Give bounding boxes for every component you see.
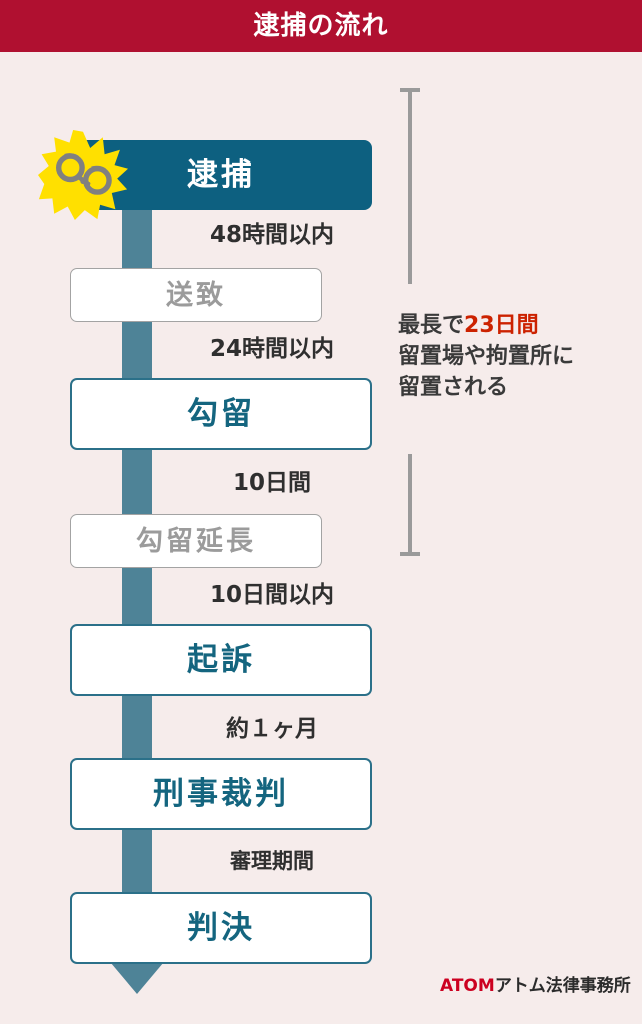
duration-bracket-lower — [408, 454, 412, 556]
starburst-shape — [38, 130, 128, 220]
flow-diagram: 最長で23日間 留置場や拘置所に 留置される 逮捕 — [0, 52, 642, 1024]
flow-step-hanketsu: 判決 — [70, 892, 372, 964]
flow-step-hanketsu-label: 判決 — [187, 909, 255, 946]
flow-step-koryu: 勾留 — [70, 378, 372, 450]
flow-step-kiso-label: 起訴 — [187, 641, 255, 678]
duration-bracket-top-cap — [400, 88, 420, 92]
flow-interval-5: 約１ヶ月 — [152, 718, 392, 741]
flow-step-koryu-encho-label: 勾留延長 — [136, 525, 256, 557]
flow-interval-2: 24時間以内 — [152, 338, 392, 361]
handcuffs-badge — [38, 130, 128, 220]
brand-logo-name: アトム法律事務所 — [494, 976, 631, 996]
brand-logo-mark: ATOM — [440, 976, 495, 996]
flow-interval-3: 10日間 — [152, 472, 392, 495]
duration-note-accent: 23日間 — [464, 313, 539, 338]
handcuffs-chain — [80, 178, 91, 187]
flow-interval-6: 審理期間 — [152, 851, 392, 872]
flow-interval-4-label: 10日間以内 — [209, 582, 334, 608]
starburst-icon — [38, 130, 128, 220]
flow-step-koryu-label: 勾留 — [187, 395, 255, 432]
flow-interval-3-label: 10日間 — [232, 470, 311, 496]
flow-step-soichi: 送致 — [70, 268, 322, 322]
duration-bracket-upper — [408, 88, 412, 284]
flow-step-keiji-saiban: 刑事裁判 — [70, 758, 372, 830]
flow-step-kiso: 起訴 — [70, 624, 372, 696]
flow-interval-4: 10日間以内 — [152, 584, 392, 607]
duration-note-line-1: 最長で23日間 — [398, 310, 638, 341]
flow-step-keiji-saiban-label: 刑事裁判 — [153, 775, 289, 812]
duration-note-line-2: 留置場や拘置所に — [398, 344, 575, 370]
handcuffs-icon — [56, 153, 112, 195]
flow-interval-5-label: 約１ヶ月 — [226, 716, 318, 742]
flow-step-koryu-encho: 勾留延長 — [70, 514, 322, 568]
flow-interval-1-label: 48時間以内 — [209, 222, 334, 248]
flow-interval-2-label: 24時間以内 — [209, 336, 334, 362]
flow-interval-1: 48時間以内 — [152, 224, 392, 247]
flow-step-arrest-label: 逮捕 — [187, 156, 255, 193]
duration-note-line-3: 留置される — [398, 375, 509, 401]
duration-bracket-bottom-cap — [400, 552, 420, 556]
page-header: 逮捕の流れ — [0, 0, 642, 52]
flow-step-soichi-label: 送致 — [166, 279, 226, 311]
duration-note-prefix: 最長で — [398, 313, 465, 338]
flow-interval-6-label: 審理期間 — [230, 849, 314, 873]
brand-logo: ATOMアトム法律事務所 — [440, 978, 631, 995]
page-title: 逮捕の流れ — [253, 11, 389, 41]
duration-note: 最長で23日間 留置場や拘置所に 留置される — [398, 310, 638, 404]
